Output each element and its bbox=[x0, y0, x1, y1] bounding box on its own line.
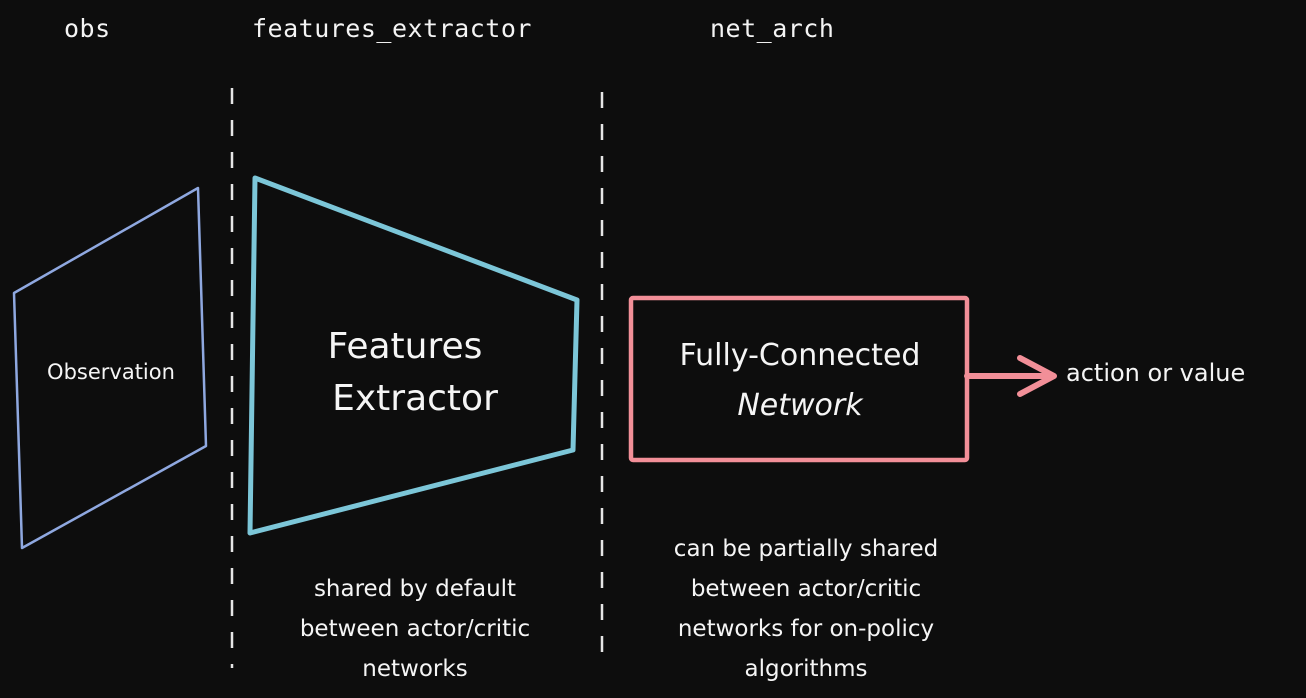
net-arch-note-line2: between actor/critic bbox=[690, 576, 922, 602]
output-label: action or value bbox=[1066, 359, 1246, 387]
header-obs: obs bbox=[64, 14, 111, 43]
header-net-arch: net_arch bbox=[710, 14, 835, 43]
net-arch-note-line1: can be partially shared bbox=[673, 536, 939, 562]
network-label-line2: Network bbox=[737, 388, 863, 423]
net-arch-note-line4: algorithms bbox=[744, 656, 868, 682]
features-extractor-label-line1: Features bbox=[327, 326, 483, 367]
network-shape bbox=[628, 295, 970, 463]
net-arch-note-line3: networks for on-policy bbox=[677, 616, 935, 642]
features-extractor-note-line2: between actor/critic bbox=[299, 616, 531, 642]
features-extractor-label-line2: Extractor bbox=[332, 378, 498, 419]
features-extractor-note-line3: networks bbox=[362, 656, 468, 682]
observation-shape bbox=[12, 186, 208, 550]
output-arrow bbox=[964, 355, 1057, 397]
features-extractor-note-line1: shared by default bbox=[313, 576, 517, 602]
header-features-extractor: features_extractor bbox=[252, 14, 532, 43]
observation-label: Observation bbox=[47, 360, 175, 384]
network-label-line1: Fully-Connected bbox=[679, 338, 921, 373]
features-extractor-shape bbox=[247, 175, 580, 536]
